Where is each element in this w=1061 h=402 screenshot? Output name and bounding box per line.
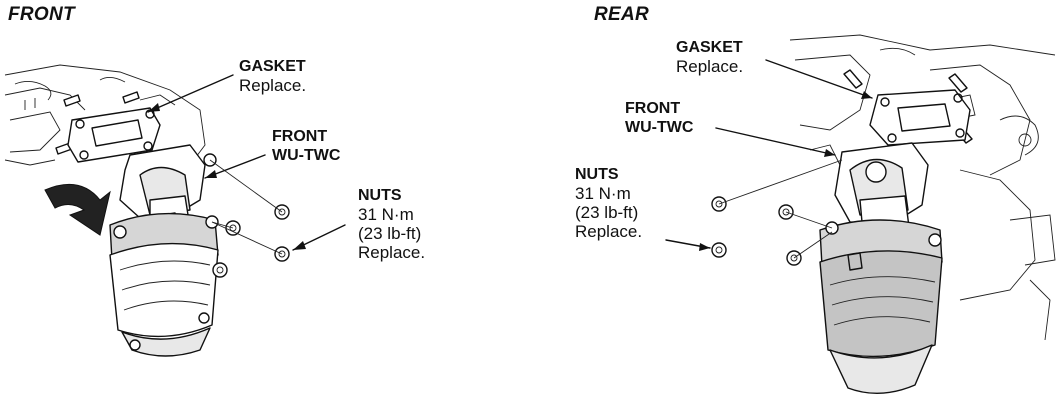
rear-nuts-label: NUTS xyxy=(575,166,619,183)
front-studs xyxy=(55,91,140,155)
rear-panel: REAR xyxy=(530,0,1061,402)
front-gasket-note: Replace. xyxy=(239,76,307,95)
front-panel: FRONT xyxy=(0,0,530,402)
front-callouts xyxy=(147,74,346,251)
front-title: FRONT xyxy=(8,4,75,25)
rear-gasket-label: GASKET xyxy=(676,39,743,56)
front-gasket xyxy=(67,107,161,163)
front-cat-callout: FRONT WU-TWC xyxy=(272,127,340,165)
rear-nuts-torque-lbft: (23 lb-ft) xyxy=(575,203,639,222)
front-nuts-label: NUTS xyxy=(358,187,402,204)
rear-gasket xyxy=(869,89,971,146)
rear-cat-callout: FRONT WU-TWC xyxy=(625,99,693,137)
front-engine-block xyxy=(4,64,206,166)
front-nuts-callout: NUTS 31 N·m (23 lb-ft) Replace. xyxy=(358,186,425,262)
front-gasket-label: GASKET xyxy=(239,58,306,75)
front-catalytic-converter xyxy=(109,144,219,357)
front-nuts-torque-nm: 31 N·m xyxy=(358,205,414,224)
front-cat-label-line2: WU-TWC xyxy=(272,147,341,164)
rear-nuts-callout: NUTS 31 N·m (23 lb-ft) Replace. xyxy=(575,165,642,241)
front-guide-lines xyxy=(209,159,283,255)
front-motion-arrow xyxy=(44,183,111,236)
rear-cat-label-line2: WU-TWC xyxy=(625,119,694,136)
front-nuts-torque-lbft: (23 lb-ft) xyxy=(358,224,422,243)
rear-callouts xyxy=(665,59,873,251)
rear-nuts-note: Replace. xyxy=(575,222,643,241)
rear-engine-block xyxy=(789,34,1056,341)
front-nuts xyxy=(212,204,290,278)
rear-cat-label-line1: FRONT xyxy=(625,100,681,117)
rear-gasket-note: Replace. xyxy=(676,57,744,76)
rear-illustration xyxy=(665,34,1056,395)
rear-gasket-callout: GASKET Replace. xyxy=(676,38,743,76)
front-illustration xyxy=(4,64,346,357)
rear-nuts-torque-nm: 31 N·m xyxy=(575,184,631,203)
front-nuts-note: Replace. xyxy=(358,243,426,262)
rear-title: REAR xyxy=(594,4,650,25)
front-cat-label-line1: FRONT xyxy=(272,128,328,145)
front-gasket-callout: GASKET Replace. xyxy=(239,57,306,95)
rear-nuts xyxy=(711,196,802,266)
rear-catalytic-converter xyxy=(819,142,943,395)
rear-guide-lines xyxy=(718,159,843,259)
